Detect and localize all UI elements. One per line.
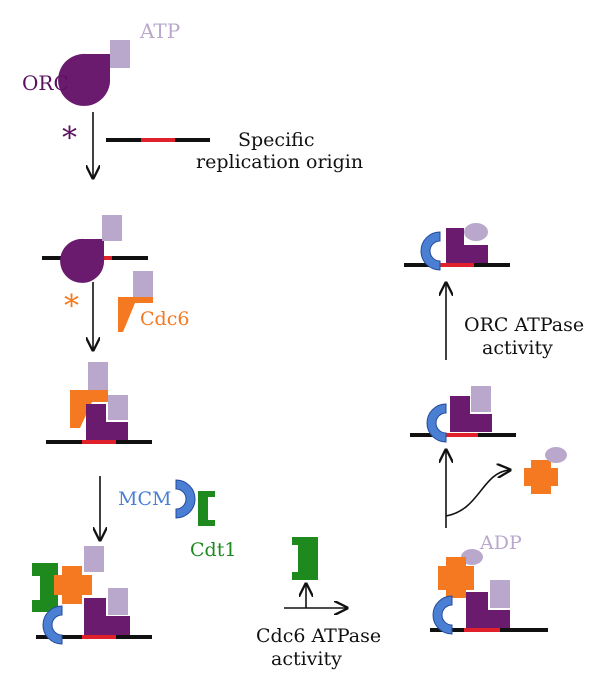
asterisk-orange: * <box>64 289 79 324</box>
atp-block-prerc <box>108 588 128 615</box>
origin-label-line2: replication origin <box>196 151 363 173</box>
mcm-shape-adp <box>432 595 453 635</box>
cdc6-cross-adp <box>438 557 474 598</box>
mcm-shape-mid <box>426 403 447 443</box>
orc-block <box>86 404 128 440</box>
atp-block-mid <box>471 386 491 412</box>
cdt1-label: Cdt1 <box>190 539 236 561</box>
mcm-label: MCM <box>118 488 171 510</box>
orc-label: ORC <box>22 71 69 95</box>
atp-block-orc <box>108 395 128 420</box>
cdc6-label: Cdc6 <box>140 308 189 330</box>
orc-block-prerc <box>84 598 130 635</box>
atp-label: ATP <box>139 19 180 43</box>
pre-rc-complex <box>32 546 152 645</box>
atp-block-cdc6 <box>133 271 153 299</box>
adp-label: ADP <box>479 532 522 554</box>
asterisk-purple: * <box>62 121 77 156</box>
mcm-shape-top <box>420 231 441 271</box>
mcm-shape-prerc <box>42 605 63 645</box>
origin-label-line1: Specific <box>238 129 314 151</box>
orc-bound-origin <box>42 215 148 283</box>
orc-block-adp <box>466 592 510 628</box>
orc-atpase-line2: activity <box>482 337 553 359</box>
atp-block <box>110 40 130 68</box>
mcm-shape <box>175 479 196 519</box>
orc-mcm-complex-mid <box>410 386 516 443</box>
mcm-cdt1-complex <box>175 479 215 526</box>
atp-block-prerc-top <box>84 546 104 572</box>
arrow-cdc6-release <box>445 470 510 517</box>
cdt1-shape-prerc <box>32 563 58 612</box>
orc-block-top <box>446 228 488 263</box>
adp-ellipse-top <box>464 223 488 241</box>
orc-atp-complex <box>58 40 130 106</box>
adp-ellipse-released <box>545 447 567 463</box>
cdc6-cross-prerc <box>54 566 92 604</box>
adp-complex <box>430 549 548 635</box>
cdc6-cross-released <box>524 460 558 494</box>
orc-block-mid <box>450 396 492 432</box>
atp-block-bound <box>102 215 122 241</box>
cdc6-shape <box>118 297 153 332</box>
cdc6-shape-bound <box>70 390 108 428</box>
orc-atpase-line1: ORC ATPase <box>464 314 584 336</box>
atp-block-adp <box>490 580 510 608</box>
cdc6-adp-released <box>524 447 567 494</box>
adp-ellipse-cdc6 <box>461 549 483 565</box>
cdt1-shape <box>198 491 215 526</box>
cdc6-atpase-line1: Cdc6 ATPase <box>256 625 381 647</box>
orc-pacman-bound <box>60 238 105 283</box>
orc-pacman <box>58 53 111 106</box>
atp-block-top <box>88 362 108 390</box>
cdc6-atp-complex <box>118 271 153 332</box>
orc-mcm-complex-top <box>404 223 510 271</box>
orc-cdc6-complex <box>46 362 152 444</box>
cdt1-released <box>292 537 318 580</box>
cdc6-atpase-line2: activity <box>271 648 342 670</box>
